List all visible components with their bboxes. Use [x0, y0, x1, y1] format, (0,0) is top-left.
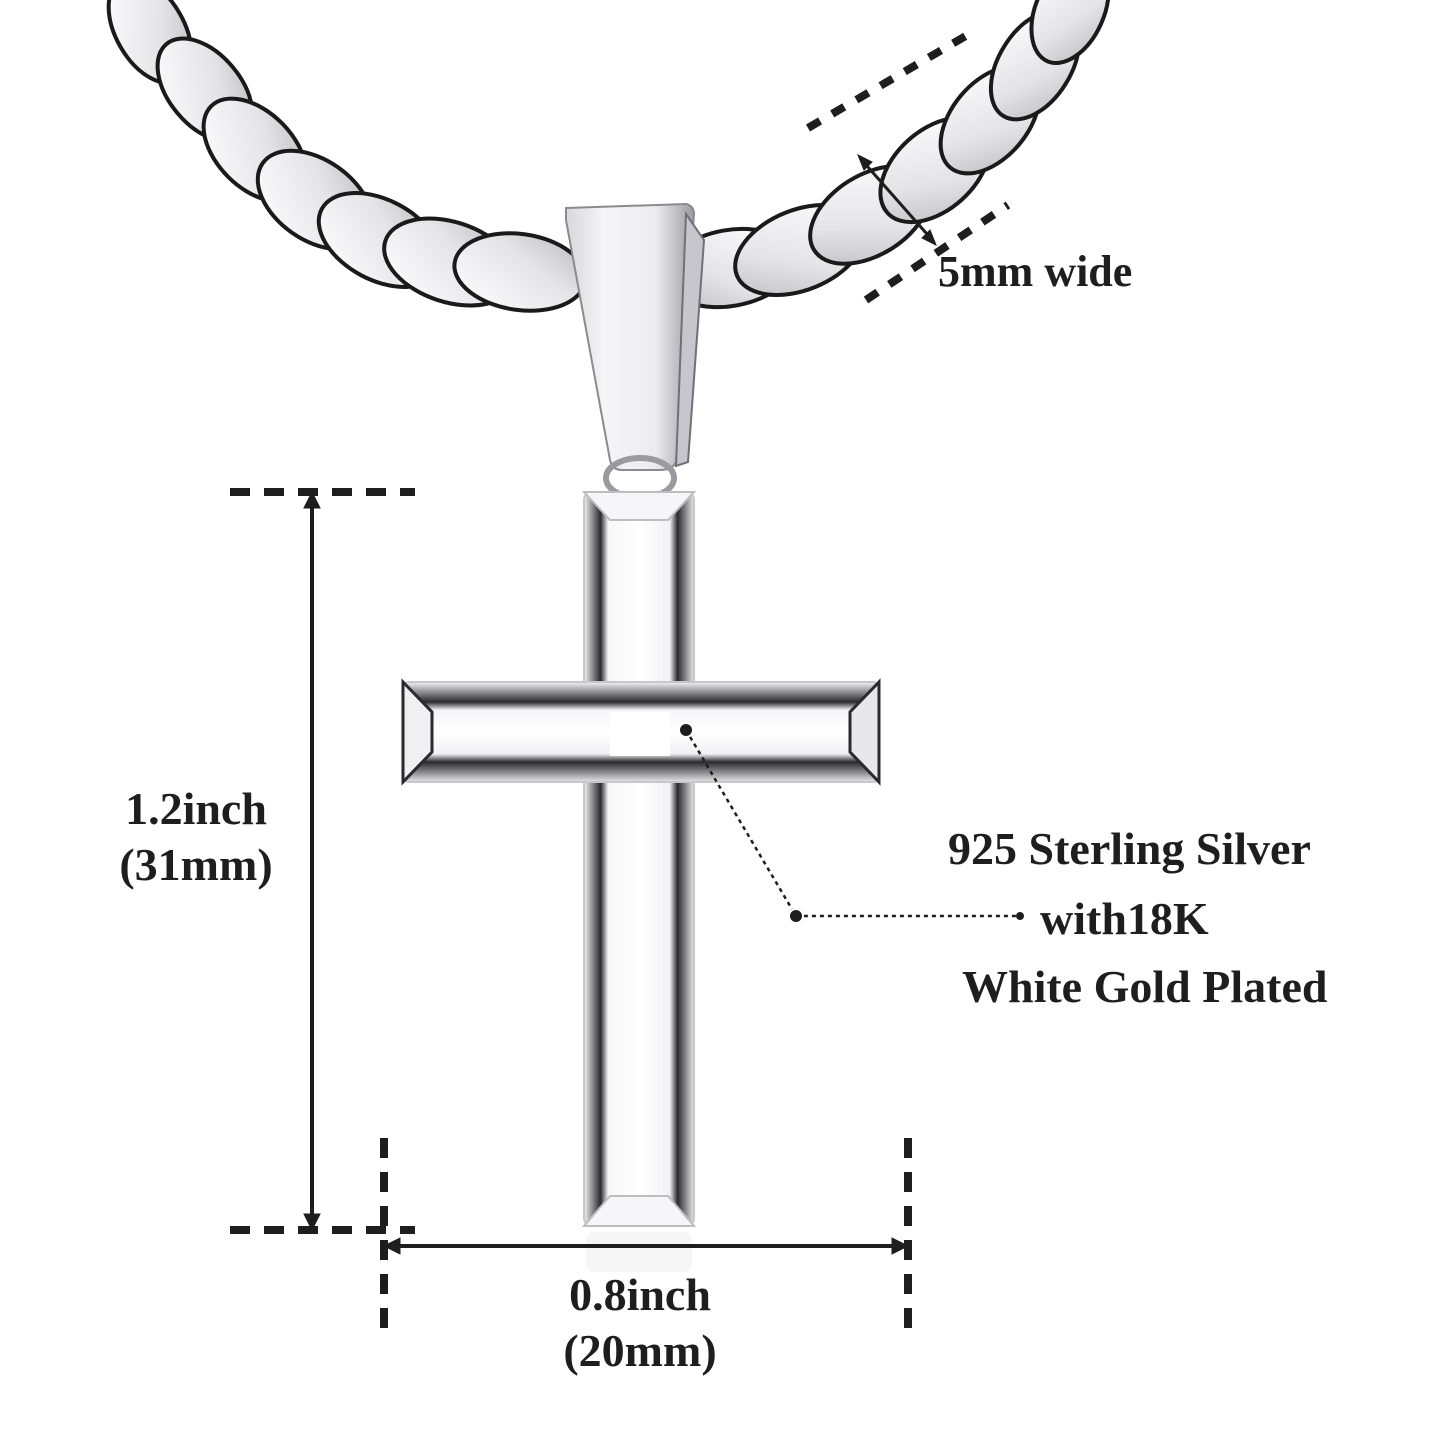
- material-line-3: White Gold Plated: [962, 961, 1328, 1012]
- chain-width-dimension: [805, 26, 1011, 304]
- height-label: 1.2inch (31mm): [100, 786, 292, 898]
- material-leader-line: [678, 722, 1024, 924]
- width-inch: 0.8inch: [569, 1269, 711, 1320]
- height-dimension: [230, 488, 415, 1234]
- chain-left: [106, 0, 588, 313]
- chain-width-label: 5mm wide: [938, 247, 1133, 296]
- bail: [565, 202, 706, 501]
- material-line-2: with18K: [1040, 893, 1209, 944]
- width-label: 0.8inch (20mm): [520, 1272, 760, 1384]
- cross-pendant: [401, 491, 881, 1272]
- material-line-1: 925 Sterling Silver: [948, 823, 1311, 874]
- height-inch: 1.2inch: [125, 783, 267, 834]
- height-mm: (31mm): [119, 839, 273, 890]
- width-dimension: [380, 1138, 912, 1330]
- width-mm: (20mm): [563, 1325, 717, 1376]
